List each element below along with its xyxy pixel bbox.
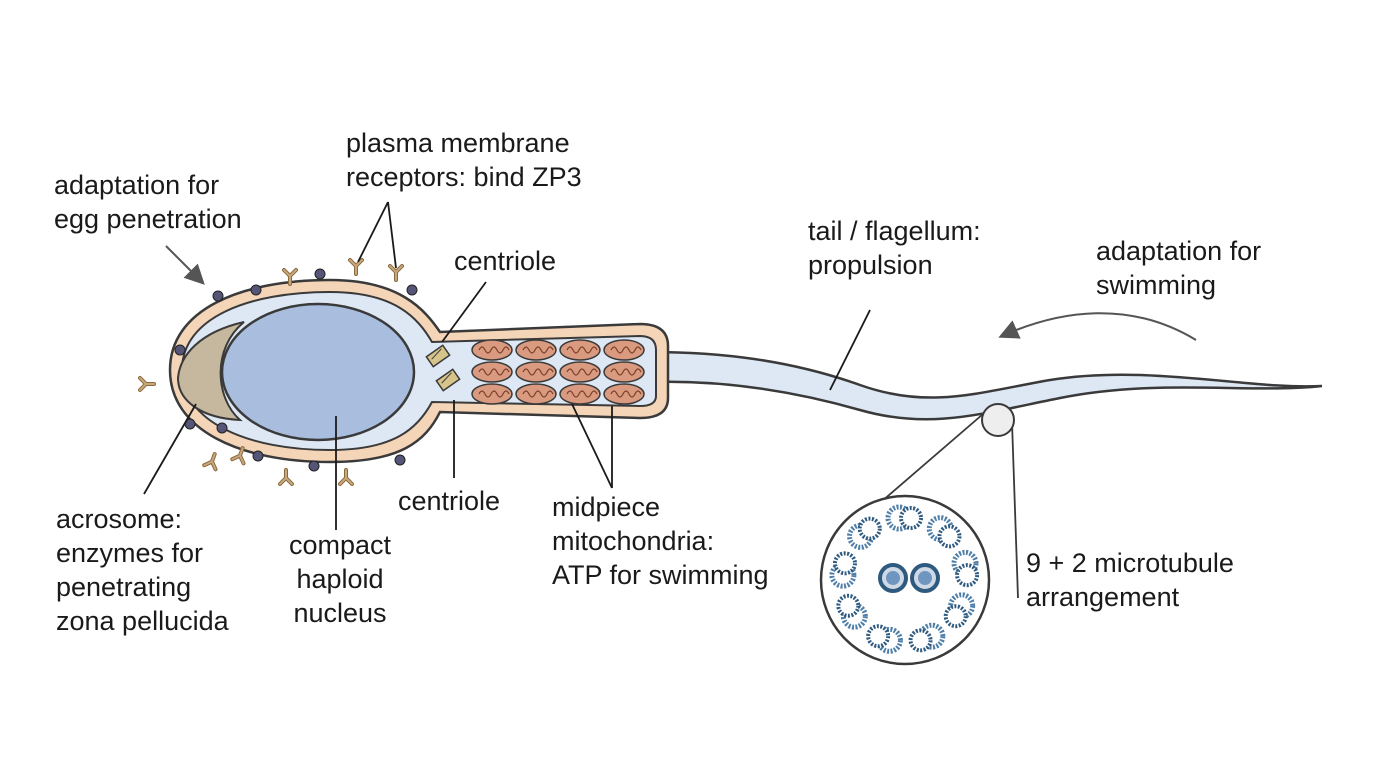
acrosome <box>176 321 245 422</box>
membrane-dot <box>250 284 262 296</box>
label-midpiece: midpiece mitochondria: ATP for swimming <box>552 492 769 590</box>
receptor <box>230 446 246 466</box>
membrane-dot <box>308 460 320 472</box>
label-nucleus: compact haploid nucleus <box>288 530 392 628</box>
mitochondrion <box>515 383 557 405</box>
membrane-dot <box>174 344 186 356</box>
centriole-upper <box>425 344 451 368</box>
label-egg-adaptation: adaptation for egg penetration <box>54 170 242 234</box>
receptor <box>338 468 354 486</box>
mitochondrion <box>471 383 513 405</box>
nucleus <box>220 302 416 442</box>
egg-penetration-arrow <box>165 245 205 285</box>
label-microtubule: 9 + 2 microtubule arrangement <box>1026 548 1234 612</box>
membrane-dot <box>394 454 406 466</box>
label-tail: tail / flagellum: propulsion <box>808 216 981 280</box>
flagellum <box>648 350 1323 421</box>
membrane-dot <box>212 290 224 302</box>
microtubule-doublet <box>908 622 946 653</box>
mitochondrion <box>603 339 645 361</box>
mitochondrion <box>471 361 513 383</box>
centriole-lower <box>435 368 461 392</box>
receptor <box>278 468 294 486</box>
microtubule-doublet <box>885 504 923 532</box>
microtubule-doublet <box>866 624 903 654</box>
swimming-direction-arrow <box>998 312 1197 341</box>
mitochondrion <box>559 361 601 383</box>
membrane-dot <box>314 268 326 280</box>
microtubule-doublet <box>829 551 857 589</box>
mitochondrion <box>515 361 557 383</box>
receptor <box>138 376 156 392</box>
mitochondrion <box>471 339 513 361</box>
mitochondrion <box>515 339 557 361</box>
label-acrosome: acrosome: enzymes for penetrating zona p… <box>56 504 229 636</box>
mitochondrion <box>559 339 601 361</box>
membrane-dot <box>216 422 228 434</box>
mitochondria-group <box>471 339 645 405</box>
label-centriole-bottom: centriole <box>398 486 501 516</box>
microtubule-doublet <box>926 515 962 549</box>
receptor <box>388 264 404 282</box>
receptor <box>202 452 218 472</box>
microtubule-doublet <box>836 593 868 630</box>
microtubule-doublet <box>951 549 980 588</box>
microtubule-doublet <box>847 516 882 550</box>
microtubule-doublet <box>943 592 976 629</box>
label-centriole-top: centriole <box>454 246 557 276</box>
membrane-receptors <box>138 258 418 486</box>
receptor <box>348 258 364 276</box>
membrane-dot <box>406 284 418 296</box>
label-plasma-membrane: plasma membrane receptors: bind ZP3 <box>346 128 582 192</box>
receptor <box>282 268 298 286</box>
leader-lines <box>143 201 871 530</box>
membrane-dot <box>252 450 264 462</box>
microtubule-cross-section <box>819 494 991 666</box>
label-swim-adaptation: adaptation for swimming <box>1096 236 1262 300</box>
mitochondrion <box>603 361 645 383</box>
mitochondrion <box>603 383 645 405</box>
mitochondrion <box>559 383 601 405</box>
